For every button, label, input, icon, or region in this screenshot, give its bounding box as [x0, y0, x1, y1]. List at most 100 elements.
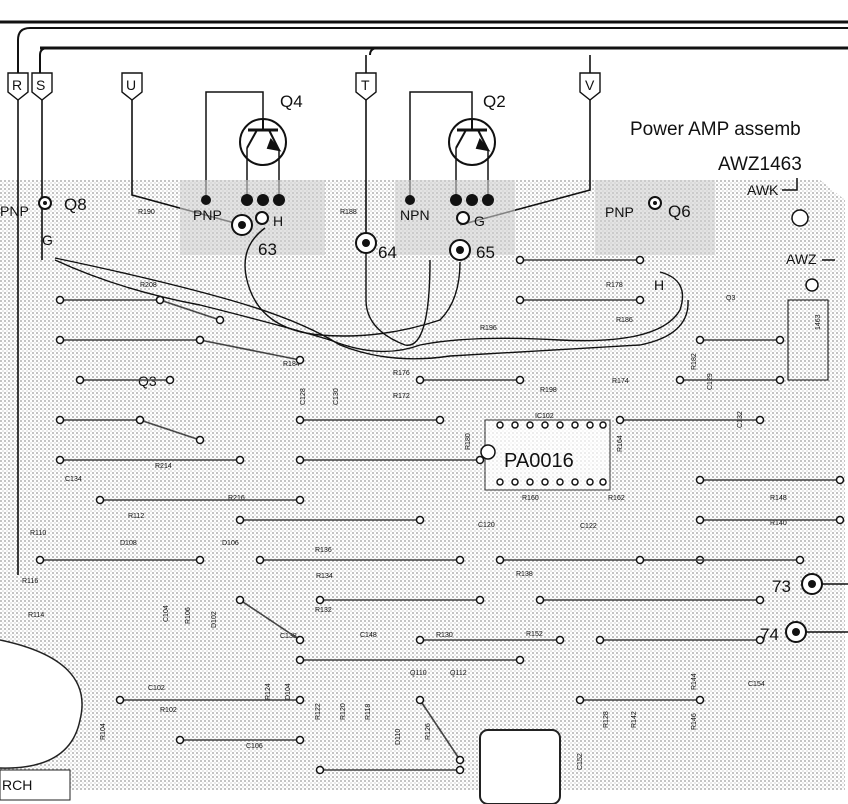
pad-33-0 — [235, 595, 245, 605]
component-label-c104: C104 — [163, 605, 170, 622]
svg-text:V: V — [585, 77, 595, 93]
q8-label: Q8 — [64, 195, 87, 214]
component-label-d104: D104 — [285, 683, 292, 700]
pad-19-0 — [175, 735, 185, 745]
component-label-r122: R122 — [315, 703, 322, 720]
component-label-r184: R184 — [283, 361, 300, 368]
component-label-r106: R106 — [185, 607, 192, 624]
q8-g-label: G — [42, 232, 53, 248]
pad-15-0 — [595, 635, 605, 645]
pad-9-1 — [415, 515, 425, 525]
terminal-64: 64 — [378, 243, 397, 262]
component-label-r120: R120 — [340, 703, 347, 720]
pad-14-0 — [535, 595, 545, 605]
pad-21-0 — [575, 695, 585, 705]
pad-19-1 — [295, 735, 305, 745]
component-label-c134: C134 — [65, 476, 82, 483]
pad-10-0 — [35, 555, 45, 565]
pad-26-1 — [775, 375, 785, 385]
component-label-r148: R148 — [770, 495, 787, 502]
pad-12-1 — [475, 595, 485, 605]
component-label-r102: R102 — [160, 707, 177, 714]
pad-14-1 — [755, 595, 765, 605]
component-label-r146: R146 — [691, 713, 698, 730]
pad-6-1 — [195, 435, 205, 445]
component-label-r196: R196 — [480, 325, 497, 332]
svg-text:AWZ: AWZ — [786, 251, 817, 267]
pad-16-0 — [415, 635, 425, 645]
connector-s: S — [31, 72, 53, 101]
pad-30-1 — [515, 375, 525, 385]
pad-22-0 — [635, 555, 645, 565]
pad-25-1 — [755, 415, 765, 425]
component-label-r114: R114 — [28, 612, 44, 619]
assembly-title: Power AMP assemb — [630, 119, 801, 140]
component-label-r174: R174 — [612, 378, 629, 385]
svg-text:T: T — [361, 77, 370, 93]
pad-20-1 — [455, 765, 465, 775]
svg-text:AWK: AWK — [747, 182, 779, 198]
component-label-r128: R128 — [603, 711, 610, 728]
svg-text:1463: 1463 — [815, 314, 822, 330]
pad-24-0 — [695, 475, 705, 485]
q2-type-label: NPN — [400, 207, 430, 223]
pad-15-1 — [755, 635, 765, 645]
pad-8-1 — [295, 495, 305, 505]
component-label-r208: R208 — [140, 282, 157, 289]
component-label-r186: R186 — [616, 317, 633, 324]
component-label-r140: R140 — [770, 520, 787, 527]
pad-2-0 — [55, 335, 65, 345]
terminal-63: 63 — [258, 240, 277, 259]
component-label-r112: R112 — [128, 513, 144, 520]
q3-right-label: Q3 — [726, 295, 735, 302]
trace-33 — [239, 599, 301, 641]
pad-3-1 — [295, 355, 305, 365]
component-label-c106: C106 — [246, 743, 263, 750]
pad-27-1 — [775, 335, 785, 345]
q6-h-label: H — [654, 277, 664, 293]
svg-text:R: R — [12, 77, 22, 93]
pad-33-1 — [295, 635, 305, 645]
pad-7-0 — [55, 455, 65, 465]
component-label-r130: R130 — [436, 632, 453, 639]
pad-20-0 — [315, 765, 325, 775]
trace-1 — [159, 299, 221, 321]
component-label-r190: R190 — [138, 209, 155, 216]
pad-17-1 — [515, 655, 525, 665]
pad-34-1 — [455, 755, 465, 765]
pad-29-0 — [515, 255, 525, 265]
q8-type-label: PNP — [0, 203, 29, 219]
assembly-part-number: AWZ1463 — [718, 154, 802, 175]
component-label-r152: R152 — [526, 631, 543, 638]
pad-17-0 — [295, 655, 305, 665]
component-label-c148: C148 — [360, 632, 377, 639]
component-label-q110: Q110 — [410, 670, 427, 677]
connector-u: U — [121, 72, 143, 101]
pad-4-1 — [165, 375, 175, 385]
component-label-r104: R104 — [100, 723, 107, 740]
pad-21-1 — [695, 695, 705, 705]
pad-28-1 — [635, 295, 645, 305]
pad-11-0 — [255, 555, 265, 565]
pad-1-0 — [155, 295, 165, 305]
pad-18-1 — [295, 695, 305, 705]
terminal-65: 65 — [476, 243, 495, 262]
pcb-traces — [35, 255, 845, 775]
flying-wires — [54, 227, 689, 360]
component-label-c152: C152 — [577, 753, 584, 770]
component-label-r172: R172 — [393, 393, 410, 400]
pad-32-0 — [295, 455, 305, 465]
pad-7-1 — [235, 455, 245, 465]
pad-24-1 — [835, 475, 845, 485]
component-label-r134: R134 — [316, 573, 333, 580]
component-label-r116: R116 — [22, 578, 38, 585]
pad-13-0 — [495, 555, 505, 565]
component-label-r164: R164 — [617, 435, 624, 452]
q4-label: Q4 — [280, 92, 303, 111]
component-label-c130: C130 — [333, 388, 340, 405]
pad-30-0 — [415, 375, 425, 385]
pad-10-1 — [195, 555, 205, 565]
component-label-c102: C102 — [148, 685, 165, 692]
pad-27-0 — [695, 335, 705, 345]
q2-label: Q2 — [483, 92, 506, 111]
